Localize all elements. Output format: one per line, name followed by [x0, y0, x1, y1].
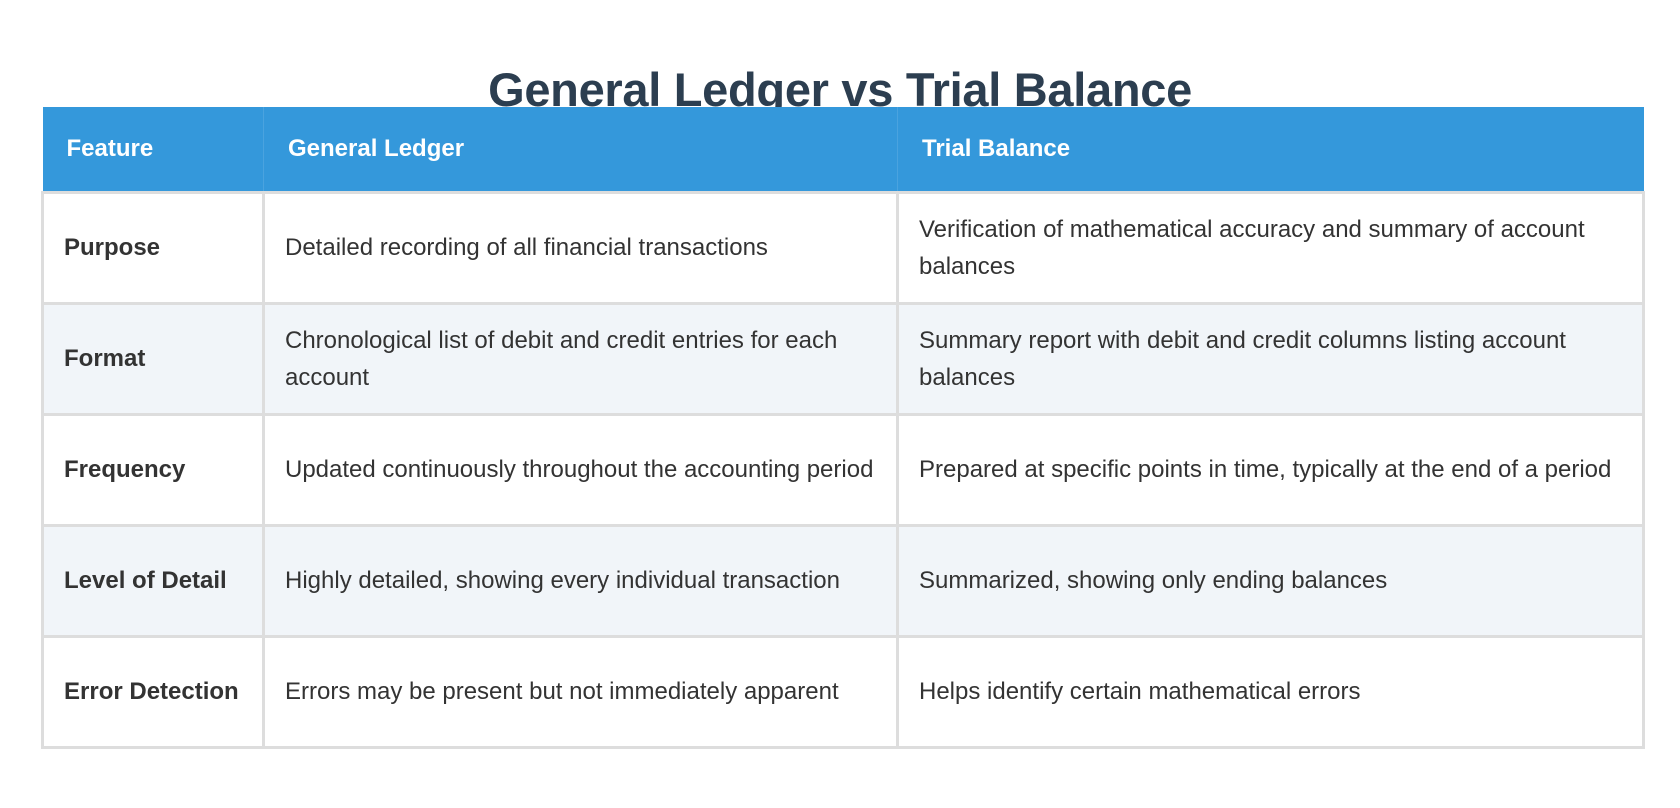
- trial-balance-cell: Verification of mathematical accuracy an…: [896, 190, 1645, 305]
- trial-balance-cell: Summary report with debit and credit col…: [896, 301, 1645, 416]
- column-header-general-ledger: General Ledger: [263, 107, 898, 194]
- header-row: Feature General Ledger Trial Balance: [42, 107, 1644, 194]
- trial-balance-cell: Helps identify certain mathematical erro…: [896, 634, 1645, 749]
- feature-cell: Level of Detail: [41, 523, 265, 638]
- table-row: Frequency Updated continuously throughou…: [41, 412, 1645, 527]
- feature-cell: Purpose: [41, 190, 265, 305]
- table-row: Format Chronological list of debit and c…: [41, 301, 1645, 416]
- column-header-trial-balance: Trial Balance: [897, 107, 1644, 194]
- trial-balance-cell: Summarized, showing only ending balances: [896, 523, 1645, 638]
- table-row: Purpose Detailed recording of all financ…: [41, 190, 1645, 305]
- feature-cell: Format: [41, 301, 265, 416]
- column-header-feature: Feature: [42, 107, 264, 194]
- trial-balance-cell: Prepared at specific points in time, typ…: [896, 412, 1645, 527]
- table-body: Purpose Detailed recording of all financ…: [41, 190, 1645, 749]
- feature-cell: Error Detection: [41, 634, 265, 749]
- table-row: Level of Detail Highly detailed, showing…: [41, 523, 1645, 638]
- general-ledger-cell: Errors may be present but not immediatel…: [262, 634, 899, 749]
- general-ledger-cell: Chronological list of debit and credit e…: [262, 301, 899, 416]
- table-header: Feature General Ledger Trial Balance: [42, 107, 1644, 194]
- feature-cell: Frequency: [41, 412, 265, 527]
- comparison-table: Feature General Ledger Trial Balance Pur…: [41, 107, 1645, 749]
- comparison-table-container: Feature General Ledger Trial Balance Pur…: [41, 107, 1645, 749]
- general-ledger-cell: Highly detailed, showing every individua…: [262, 523, 899, 638]
- table-row: Error Detection Errors may be present bu…: [41, 634, 1645, 749]
- general-ledger-cell: Updated continuously throughout the acco…: [262, 412, 899, 527]
- general-ledger-cell: Detailed recording of all financial tran…: [262, 190, 899, 305]
